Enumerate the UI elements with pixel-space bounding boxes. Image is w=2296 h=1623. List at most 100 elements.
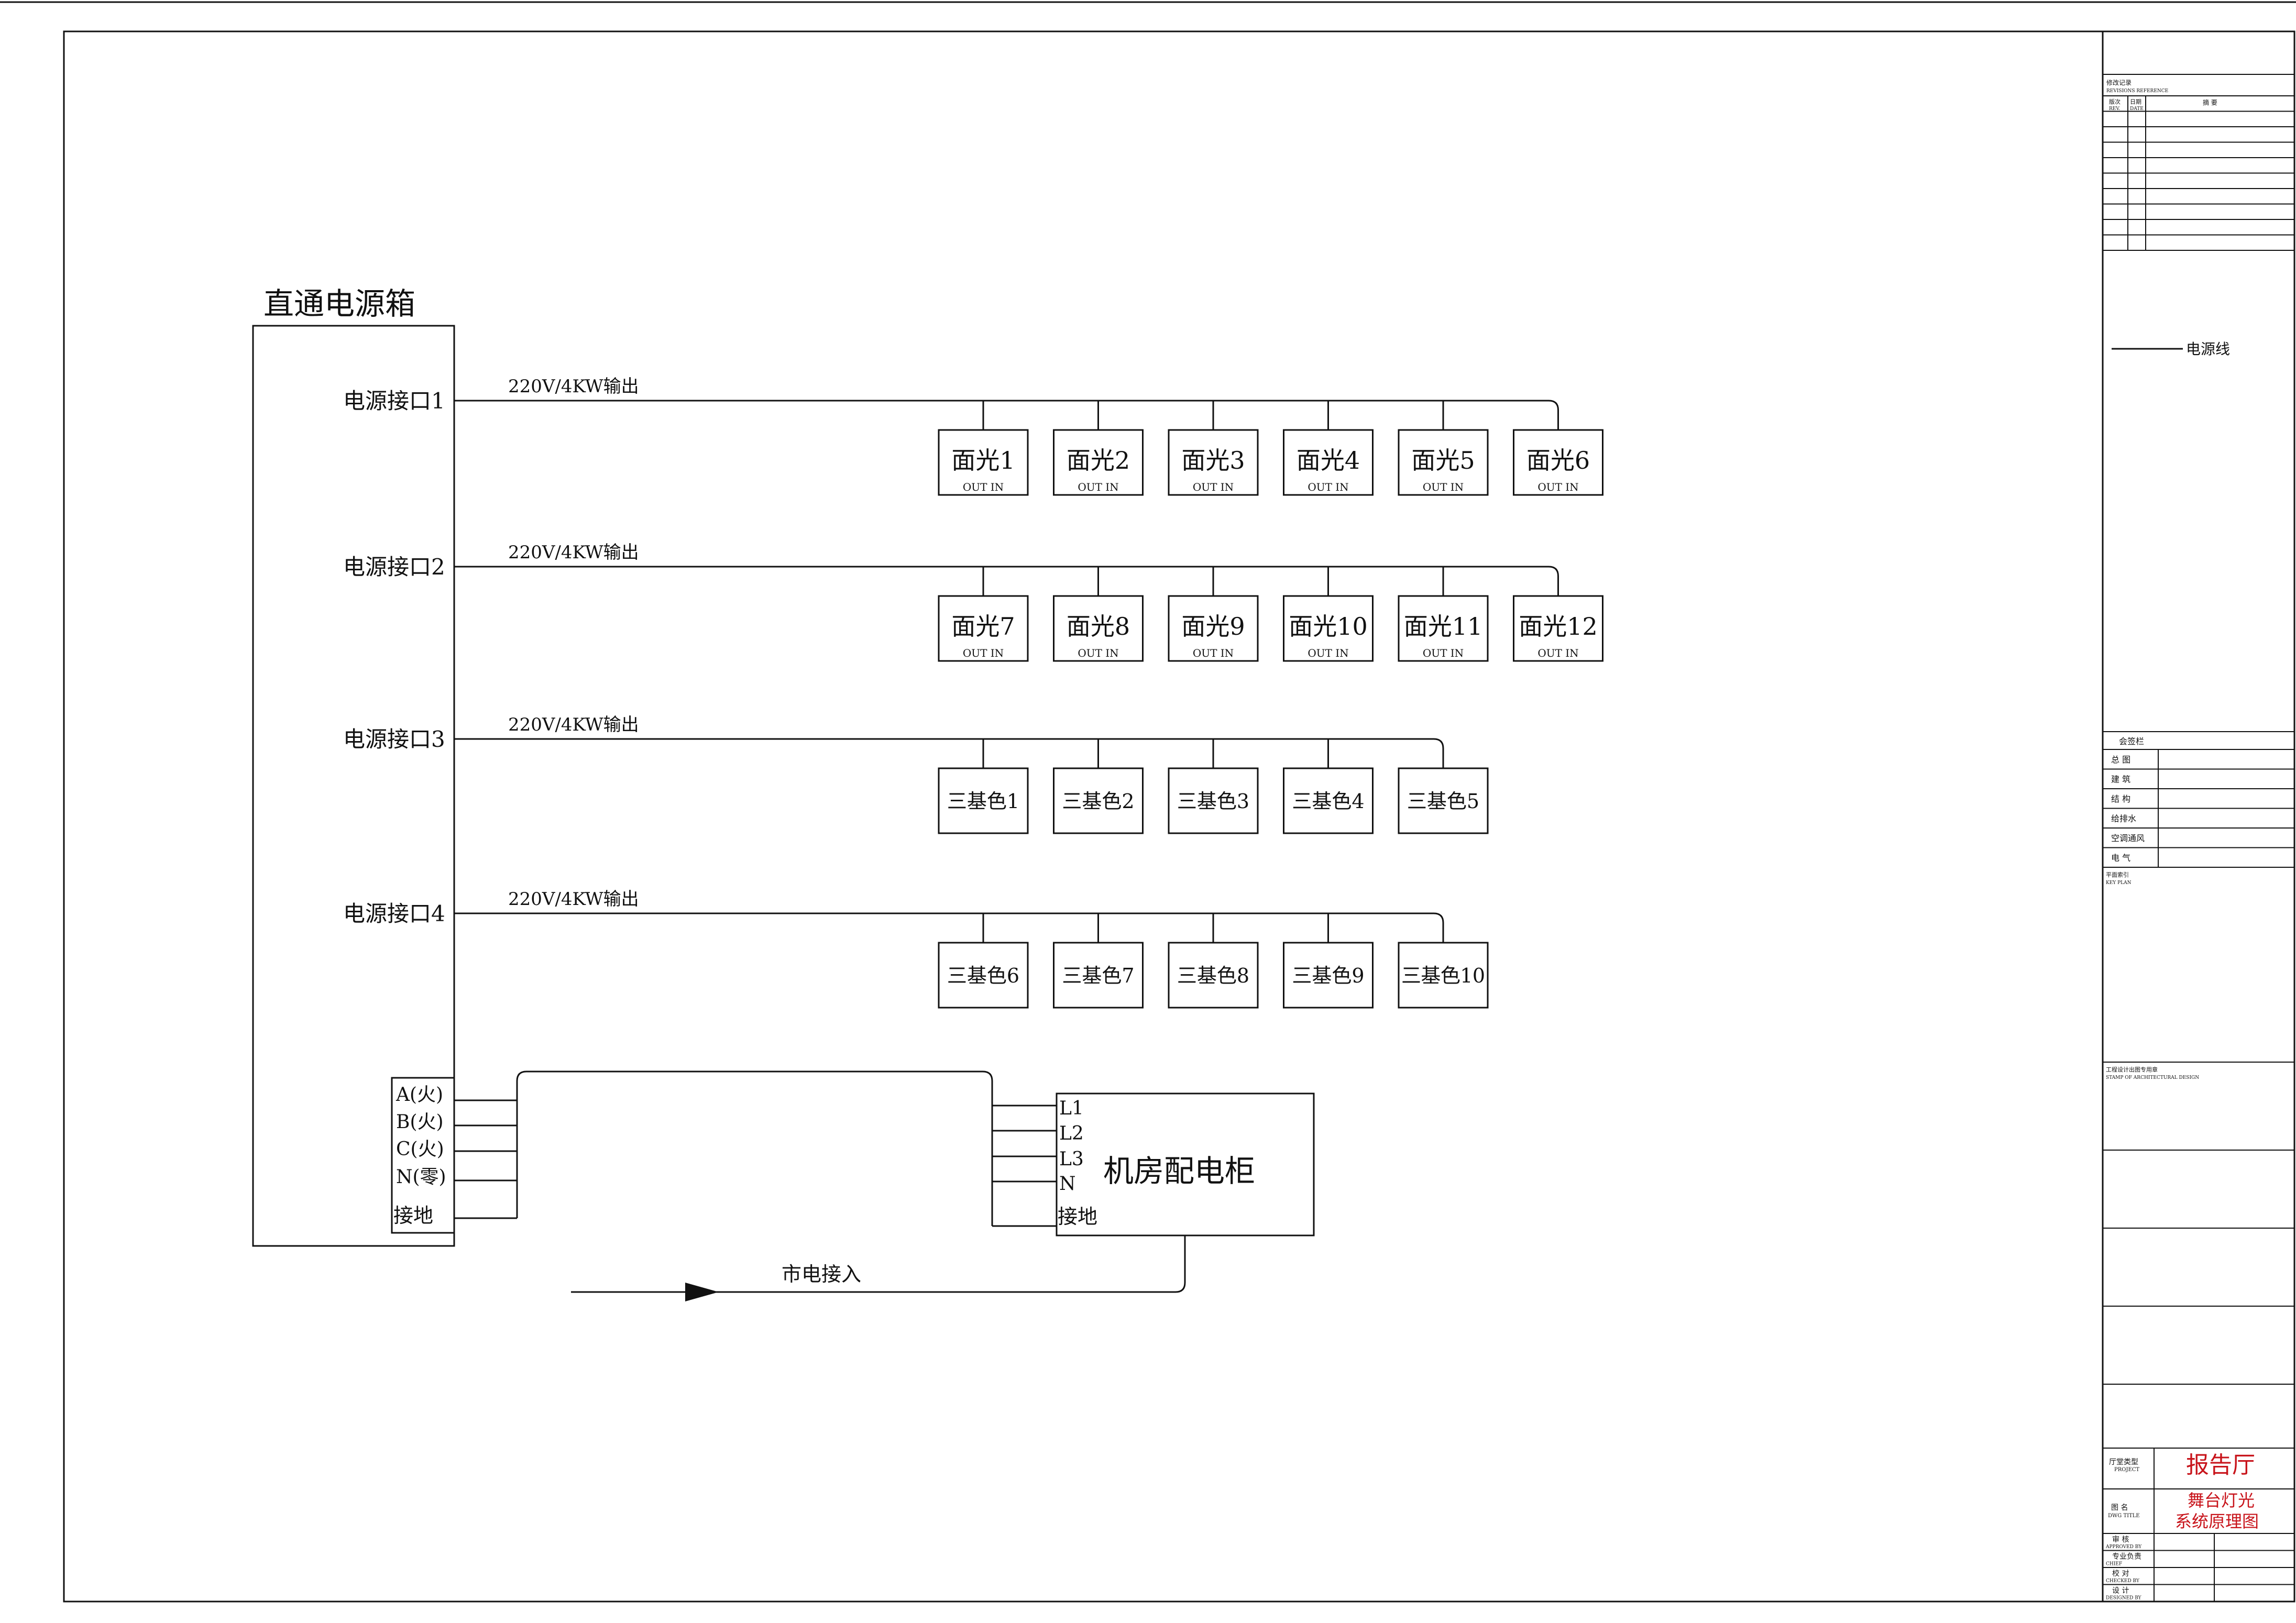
fixture-box: [938, 429, 1029, 496]
rev-col1-en: REV.: [2109, 106, 2120, 112]
project-label-en: PROJECT: [2114, 1467, 2139, 1473]
stamp-label: 工程设计出图专用章: [2106, 1066, 2158, 1073]
mains-cable: [571, 1235, 1186, 1293]
power-box: [252, 325, 455, 1247]
signoff-row-label: 建 筑: [2111, 775, 2130, 785]
revision-table: [2103, 95, 2294, 236]
fixture-box: [938, 942, 1029, 1009]
fixture-out-in-label: OUT IN: [1308, 481, 1348, 493]
fixture-box: [1053, 595, 1144, 662]
fixture-out-in-label: OUT IN: [1423, 647, 1464, 659]
cabinet-terminal-l3: L3: [1059, 1149, 1084, 1170]
fixture-box: [1513, 429, 1603, 496]
port-label: 电源接口4: [343, 901, 445, 926]
signoff-row-label: 给排水: [2111, 814, 2136, 824]
port-bus-line: [454, 566, 1559, 596]
fixture-label: 三基色6: [947, 964, 1019, 987]
port-bus-line: [454, 738, 1444, 768]
people-row-label-en: APPROVED BY: [2105, 1544, 2142, 1550]
people-row-label: 专业负责: [2112, 1553, 2141, 1561]
stamp-label-en: STAMP OF ARCHITECTURAL DESIGN: [2106, 1075, 2199, 1080]
signoff-row-label: 结 构: [2111, 794, 2130, 804]
fixture-out-in-label: OUT IN: [1423, 481, 1464, 493]
project-value: 报告厅: [2186, 1452, 2255, 1478]
people-row-label: 审 核: [2112, 1536, 2129, 1544]
fixture-label: 面光11: [1404, 612, 1483, 641]
cabinet-terminal-l1: L1: [1059, 1098, 1084, 1119]
project-label: 厅堂类型: [2109, 1458, 2138, 1466]
drawing-frame: [63, 30, 2295, 1603]
people-row-label-en: DESIGNED BY: [2106, 1596, 2142, 1601]
fixture-box: [1398, 767, 1489, 834]
terminal-c: C(火): [396, 1139, 444, 1160]
people-row-label: 设 计: [2112, 1587, 2129, 1595]
fixture-box: [1398, 595, 1489, 662]
signoff-row-label: 总 图: [2111, 755, 2130, 765]
mains-input: 市电接入: [571, 1235, 1186, 1301]
keyplan-label-en: KEY PLAN: [2106, 880, 2132, 886]
cabinet-terminal-n: N: [1059, 1173, 1076, 1195]
port-label: 电源接口3: [343, 726, 445, 752]
port-output-label: 220V/4KW输出: [508, 542, 639, 563]
fixture-box: [1053, 429, 1144, 496]
signoff-header: 会签栏: [2119, 736, 2144, 746]
fixture-out-in-label: OUT IN: [1537, 647, 1578, 659]
fixture-label: 三基色7: [1062, 964, 1134, 987]
fixture-label: 面光12: [1519, 612, 1598, 641]
fixture-label: 三基色8: [1177, 964, 1249, 987]
fixture-out-in-label: OUT IN: [1078, 481, 1118, 493]
revision-header-en: REVISIONS REFERENCE: [2106, 89, 2168, 94]
fixture-label: 三基色1: [947, 790, 1019, 813]
revision-header: 修改记录: [2106, 79, 2132, 86]
fixture-box: [1398, 429, 1489, 496]
cabinet-title: 机房配电柜: [1103, 1153, 1255, 1189]
fixture-label: 面光10: [1289, 612, 1368, 641]
fixture-label: 面光8: [1067, 612, 1130, 641]
rev-col1: 版次: [2109, 98, 2121, 105]
terminal-n: N(零): [396, 1166, 446, 1188]
fixture-label: 三基色4: [1292, 790, 1364, 813]
fixture-label: 面光9: [1181, 612, 1245, 641]
power-box-terminal-strip: A(火) B(火) C(火) N(零) 接地: [391, 1070, 1057, 1234]
fixture-box: [938, 595, 1029, 662]
signoff-row-label: 电 气: [2111, 853, 2130, 863]
fixture-label: 三基色10: [1401, 964, 1485, 987]
terminal-a: A(火): [396, 1084, 443, 1106]
terminal-strip-frame: [391, 1077, 455, 1234]
mains-label: 市电接入: [782, 1263, 861, 1286]
fixture-label: 面光6: [1526, 446, 1590, 474]
fixture-label: 三基色3: [1177, 790, 1249, 813]
fixture-out-in-label: OUT IN: [1193, 481, 1234, 493]
fixture-label: 面光5: [1411, 446, 1475, 474]
fixture-box: [1283, 767, 1374, 834]
title-label: 图 名: [2111, 1504, 2128, 1512]
cabinet-terminal-ground: 接地: [1058, 1205, 1097, 1228]
fixture-label: 面光4: [1297, 446, 1360, 474]
fixture-box: [1168, 595, 1259, 662]
title-value-line-1: 舞台灯光: [2188, 1490, 2255, 1510]
rev-col2-en: DATE: [2130, 106, 2144, 112]
fixture-out-in-label: OUT IN: [1078, 647, 1118, 659]
people-row-label-en: CHIEF: [2106, 1562, 2122, 1567]
fixture-label: 面光2: [1067, 446, 1130, 474]
port-bus-line: [454, 912, 1444, 943]
fixture-box: [1283, 429, 1374, 496]
fixture-out-in-label: OUT IN: [1193, 647, 1234, 659]
fixture-out-in-label: OUT IN: [963, 647, 1004, 659]
title-block: 修改记录 REVISIONS REFERENCE 版次 REV. 日期 DATE…: [2102, 31, 2294, 1602]
fixture-out-in-label: OUT IN: [963, 481, 1004, 493]
cabinet-terminal-l2: L2: [1059, 1123, 1084, 1144]
fixture-label: 三基色5: [1407, 790, 1479, 813]
port-label: 电源接口1: [343, 388, 445, 414]
rev-col2: 日期: [2130, 98, 2141, 105]
keyplan-label: 平面索引: [2106, 871, 2129, 878]
fixture-label: 三基色2: [1062, 790, 1134, 813]
